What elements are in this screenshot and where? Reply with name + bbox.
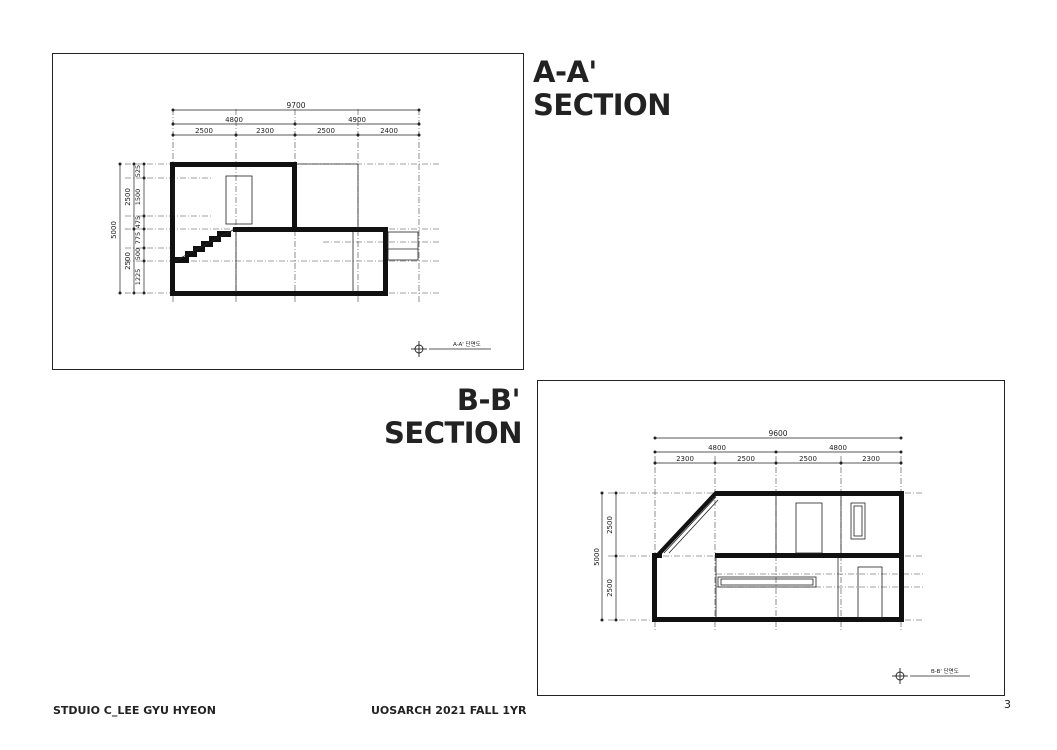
dim-height-left-2: 2500 [606,579,614,597]
dim-mid-2: 4800 [829,444,847,452]
dim-height-right-2: 1500 [134,189,142,206]
section-b-title: B-B' SECTION [384,383,522,450]
dim-height-left-2: 2500 [124,252,132,270]
section-b-drawing-frame: 9600 4800 4800 2300 2500 2500 2300 5000 … [537,380,1005,696]
page-number: 3 [1004,698,1011,711]
section-b-drawing: 9600 4800 4800 2300 2500 2500 2300 5000 … [593,429,970,684]
dim-overall: 9600 [768,429,787,438]
dim-height-left-1: 2500 [124,188,132,206]
section-b-title-line1: B-B' [456,383,521,417]
dim-height-right-5: 500 [134,248,142,260]
dim-sub-3: 2500 [799,455,817,463]
section-a-drawing: 9700 4800 4900 2500 2300 2500 2400 5000 … [110,101,491,357]
dim-height-right-1: 525 [134,165,142,177]
dim-sub-1: 2300 [676,455,694,463]
dim-height-right-6: 1225 [134,269,142,286]
footer-course: UOSARCH 2021 FALL 1YR [371,704,527,717]
section-a-title-line1: A-A' [533,55,597,89]
section-b-walls [652,491,904,622]
section-b-label: B-B' 단면도 [892,667,970,684]
dim-height-total: 5000 [110,221,118,239]
dim-height-total: 5000 [593,548,601,566]
dim-mid-1: 4800 [225,116,243,124]
section-a-title: A-A' SECTION [533,56,671,122]
footer-studio: STDUIO C_LEE GYU HYEON [53,704,216,717]
section-b-drawing-label: B-B' 단면도 [931,667,959,675]
dim-sub-1: 2500 [195,127,213,135]
section-b-title-line2: SECTION [384,416,522,450]
dim-sub-2: 2300 [256,127,274,135]
section-a-title-line2: SECTION [533,88,671,122]
dim-sub-2: 2500 [737,455,755,463]
dim-sub-4: 2300 [862,455,880,463]
dim-mid-1: 4800 [708,444,726,452]
dim-sub-3: 2500 [317,127,335,135]
dim-mid-2: 4900 [348,116,366,124]
dim-height-right-4: 775 [134,232,142,244]
dim-height-right-3: 475 [134,216,142,228]
section-a-drawing-label: A-A' 단면도 [453,340,481,348]
section-a-walls [170,162,388,296]
dim-sub-4: 2400 [380,127,398,135]
dim-overall: 9700 [286,101,305,110]
dim-height-left-1: 2500 [606,516,614,534]
section-a-drawing-frame: 9700 4800 4900 2500 2300 2500 2400 5000 … [52,53,524,370]
section-a-label: A-A' 단면도 [411,340,491,357]
